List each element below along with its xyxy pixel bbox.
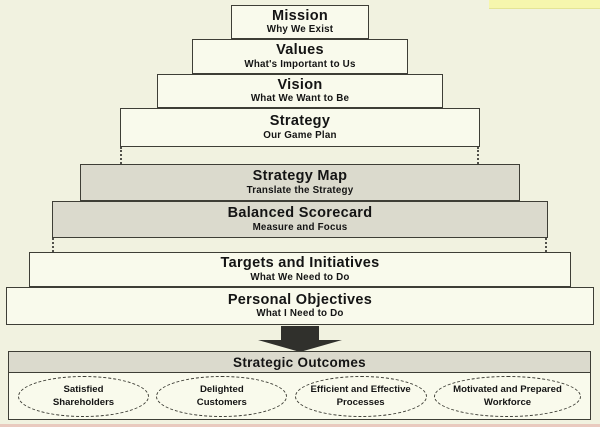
layer-subtitle: Our Game Plan [263,129,337,141]
pyramid-layer-values: Values What's Important to Us [192,39,408,74]
pyramid-layer-strategy: Strategy Our Game Plan [120,108,480,147]
outcome-ellipse-satisfied-shareholders: Satisfied Shareholders [18,376,149,417]
layer-subtitle: Translate the Strategy [246,184,354,196]
layer-title: Vision [277,76,323,93]
strategic-outcomes-title: Strategic Outcomes [9,352,590,373]
down-arrow-stem [281,326,319,340]
strategic-outcomes-panel: Strategic Outcomes Satisfied Shareholder… [8,351,591,420]
layer-subtitle: What's Important to Us [244,58,356,70]
layer-title: Targets and Initiatives [220,255,380,272]
outcome-label-line2: Customers [196,396,247,408]
dotted-connector-left-lower [52,238,54,252]
layer-title: Values [276,42,324,59]
layer-title: Strategy Map [252,168,348,185]
dotted-connector-right-lower [545,238,547,252]
pyramid-layer-personal-objectives: Personal Objectives What I Need to Do [6,287,594,325]
scan-artifact-bottom-edge [0,424,600,427]
pyramid-layer-strategy-map: Strategy Map Translate the Strategy [80,164,520,201]
dotted-connector-right-upper [477,147,479,164]
outcome-label-line1: Delighted [199,384,244,396]
layer-subtitle: What We Want to Be [250,93,350,104]
layer-title: Balanced Scorecard [227,205,373,222]
outcomes-row: Satisfied Shareholders Delighted Custome… [9,374,590,419]
outcome-label-line1: Satisfied [63,384,104,396]
layer-subtitle: Measure and Focus [252,221,348,233]
outcome-ellipse-delighted-customers: Delighted Customers [156,376,288,417]
outcome-ellipse-motivated-workforce: Motivated and Prepared Workforce [433,376,581,417]
pyramid-layer-mission: Mission Why We Exist [231,5,369,39]
outcome-label-line2: Shareholders [52,396,115,408]
outcome-label-line1: Efficient and Effective [310,384,411,396]
outcome-ellipse-efficient-processes: Efficient and Effective Processes [294,376,427,417]
layer-title: Strategy [269,113,331,130]
down-arrow-head [258,340,342,352]
layer-title: Personal Objectives [227,291,373,308]
layer-subtitle: What We Need to Do [250,271,350,283]
outcome-label-line2: Processes [336,396,385,408]
layer-subtitle: Why We Exist [266,24,334,35]
outcome-label-line1: Motivated and Prepared [453,384,562,396]
layer-title: Mission [271,7,329,24]
scan-artifact-yellow-strip [489,0,600,9]
pyramid-layer-balanced-scorecard: Balanced Scorecard Measure and Focus [52,201,548,238]
dotted-connector-left-upper [120,147,122,164]
layer-subtitle: What I Need to Do [256,308,344,319]
pyramid-layer-targets-initiatives: Targets and Initiatives What We Need to … [29,252,571,287]
pyramid-layer-vision: Vision What We Want to Be [157,74,443,108]
down-arrow-icon [258,326,342,352]
outcome-label-line2: Workforce [483,396,532,408]
